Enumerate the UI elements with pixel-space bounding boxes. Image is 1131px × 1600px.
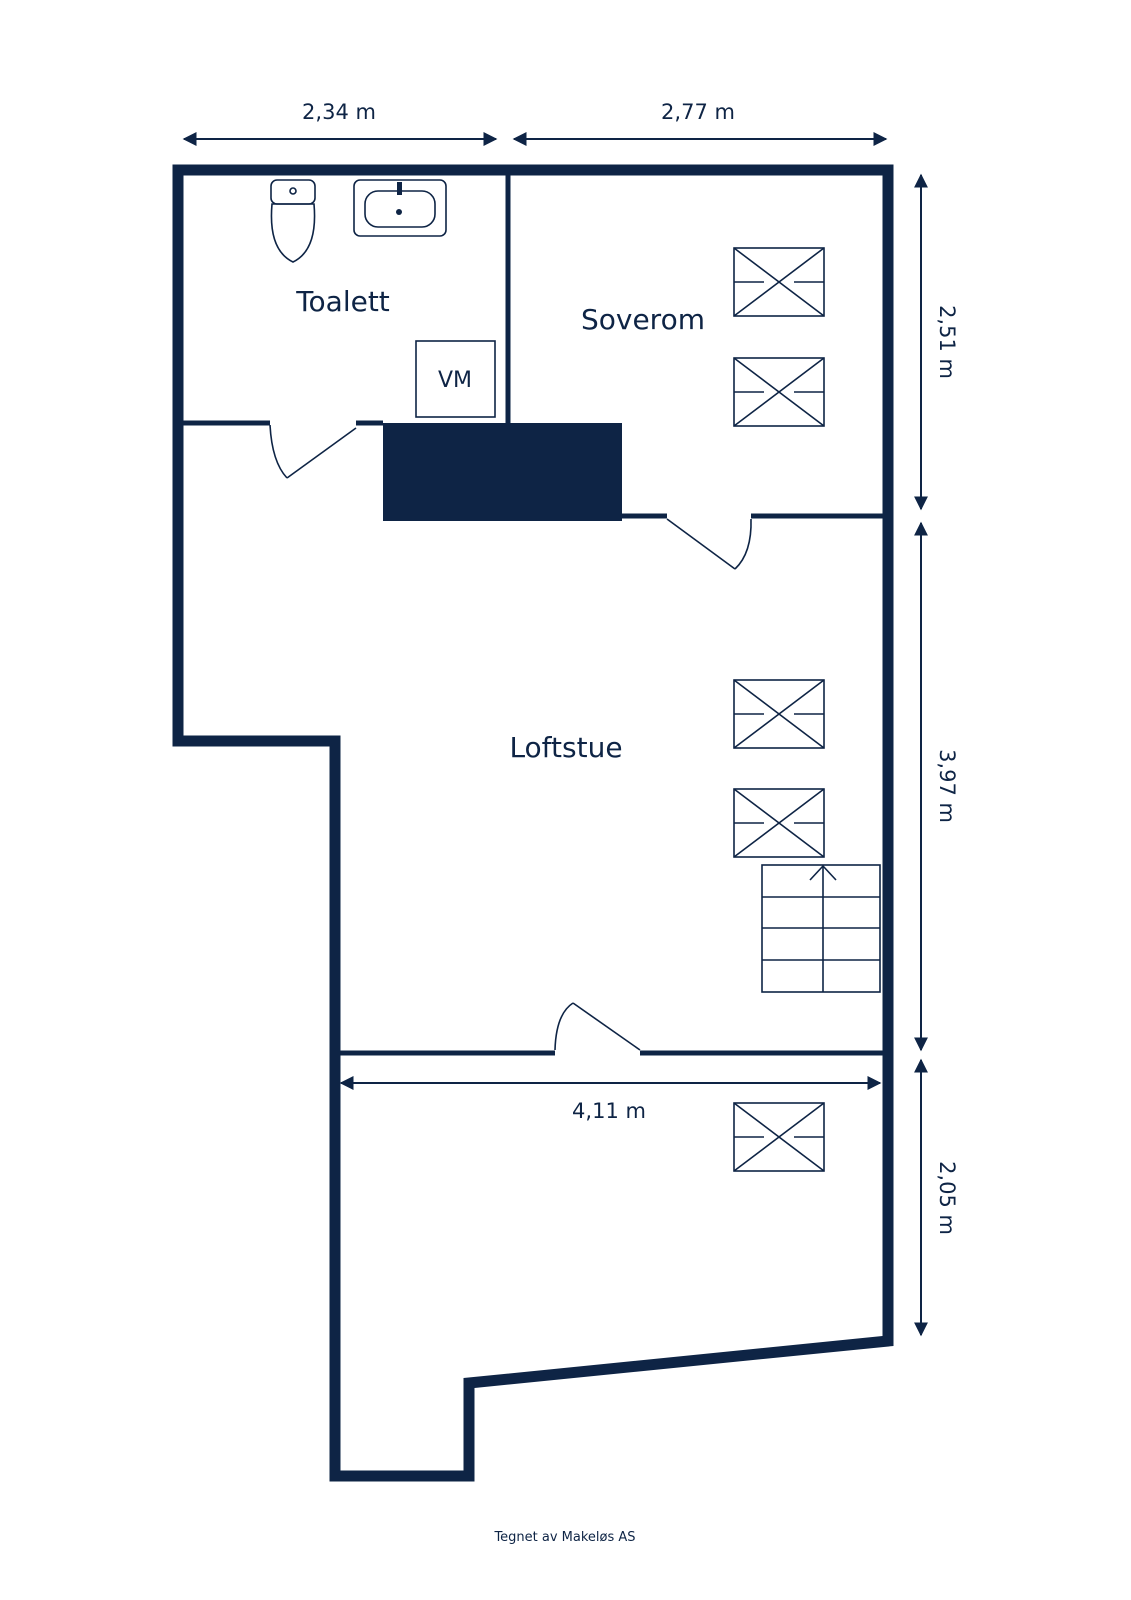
skylight-icon (733, 788, 825, 858)
dimension-label-inner-bottom: 4,11 m (572, 1099, 646, 1123)
door-swing-icon (269, 424, 357, 479)
dimension-label-right-lower: 2,05 m (935, 1161, 959, 1235)
skylight-icon (733, 679, 825, 749)
room-label-soverom: Soverom (581, 303, 705, 336)
dimension-label-right-middle: 3,97 m (935, 749, 959, 823)
interior-walls (178, 170, 888, 1056)
room-label-toalett: Toalett (295, 285, 390, 318)
sink-icon (353, 179, 447, 237)
skylight-icon (733, 1102, 825, 1172)
room-label-loftstue: Loftstue (509, 731, 622, 764)
washing-machine-label: VM (438, 368, 472, 393)
skylight-icon (733, 247, 825, 317)
dimension-label-top-left: 2,34 m (302, 100, 376, 124)
outer-wall (172, 164, 894, 1482)
stairs-icon (761, 864, 881, 993)
dimension-label-right-upper: 2,51 m (935, 305, 959, 379)
chimney-icon (383, 423, 622, 521)
toilet-icon (270, 179, 316, 263)
door-swing-icon (666, 518, 752, 570)
washing-machine-box (415, 340, 496, 418)
dimension-label-top-right: 2,77 m (661, 100, 735, 124)
footer-credit: Tegnet av Makeløs AS (493, 1530, 635, 1545)
door-swing-icon (554, 1002, 641, 1051)
skylight-icon (733, 357, 825, 427)
